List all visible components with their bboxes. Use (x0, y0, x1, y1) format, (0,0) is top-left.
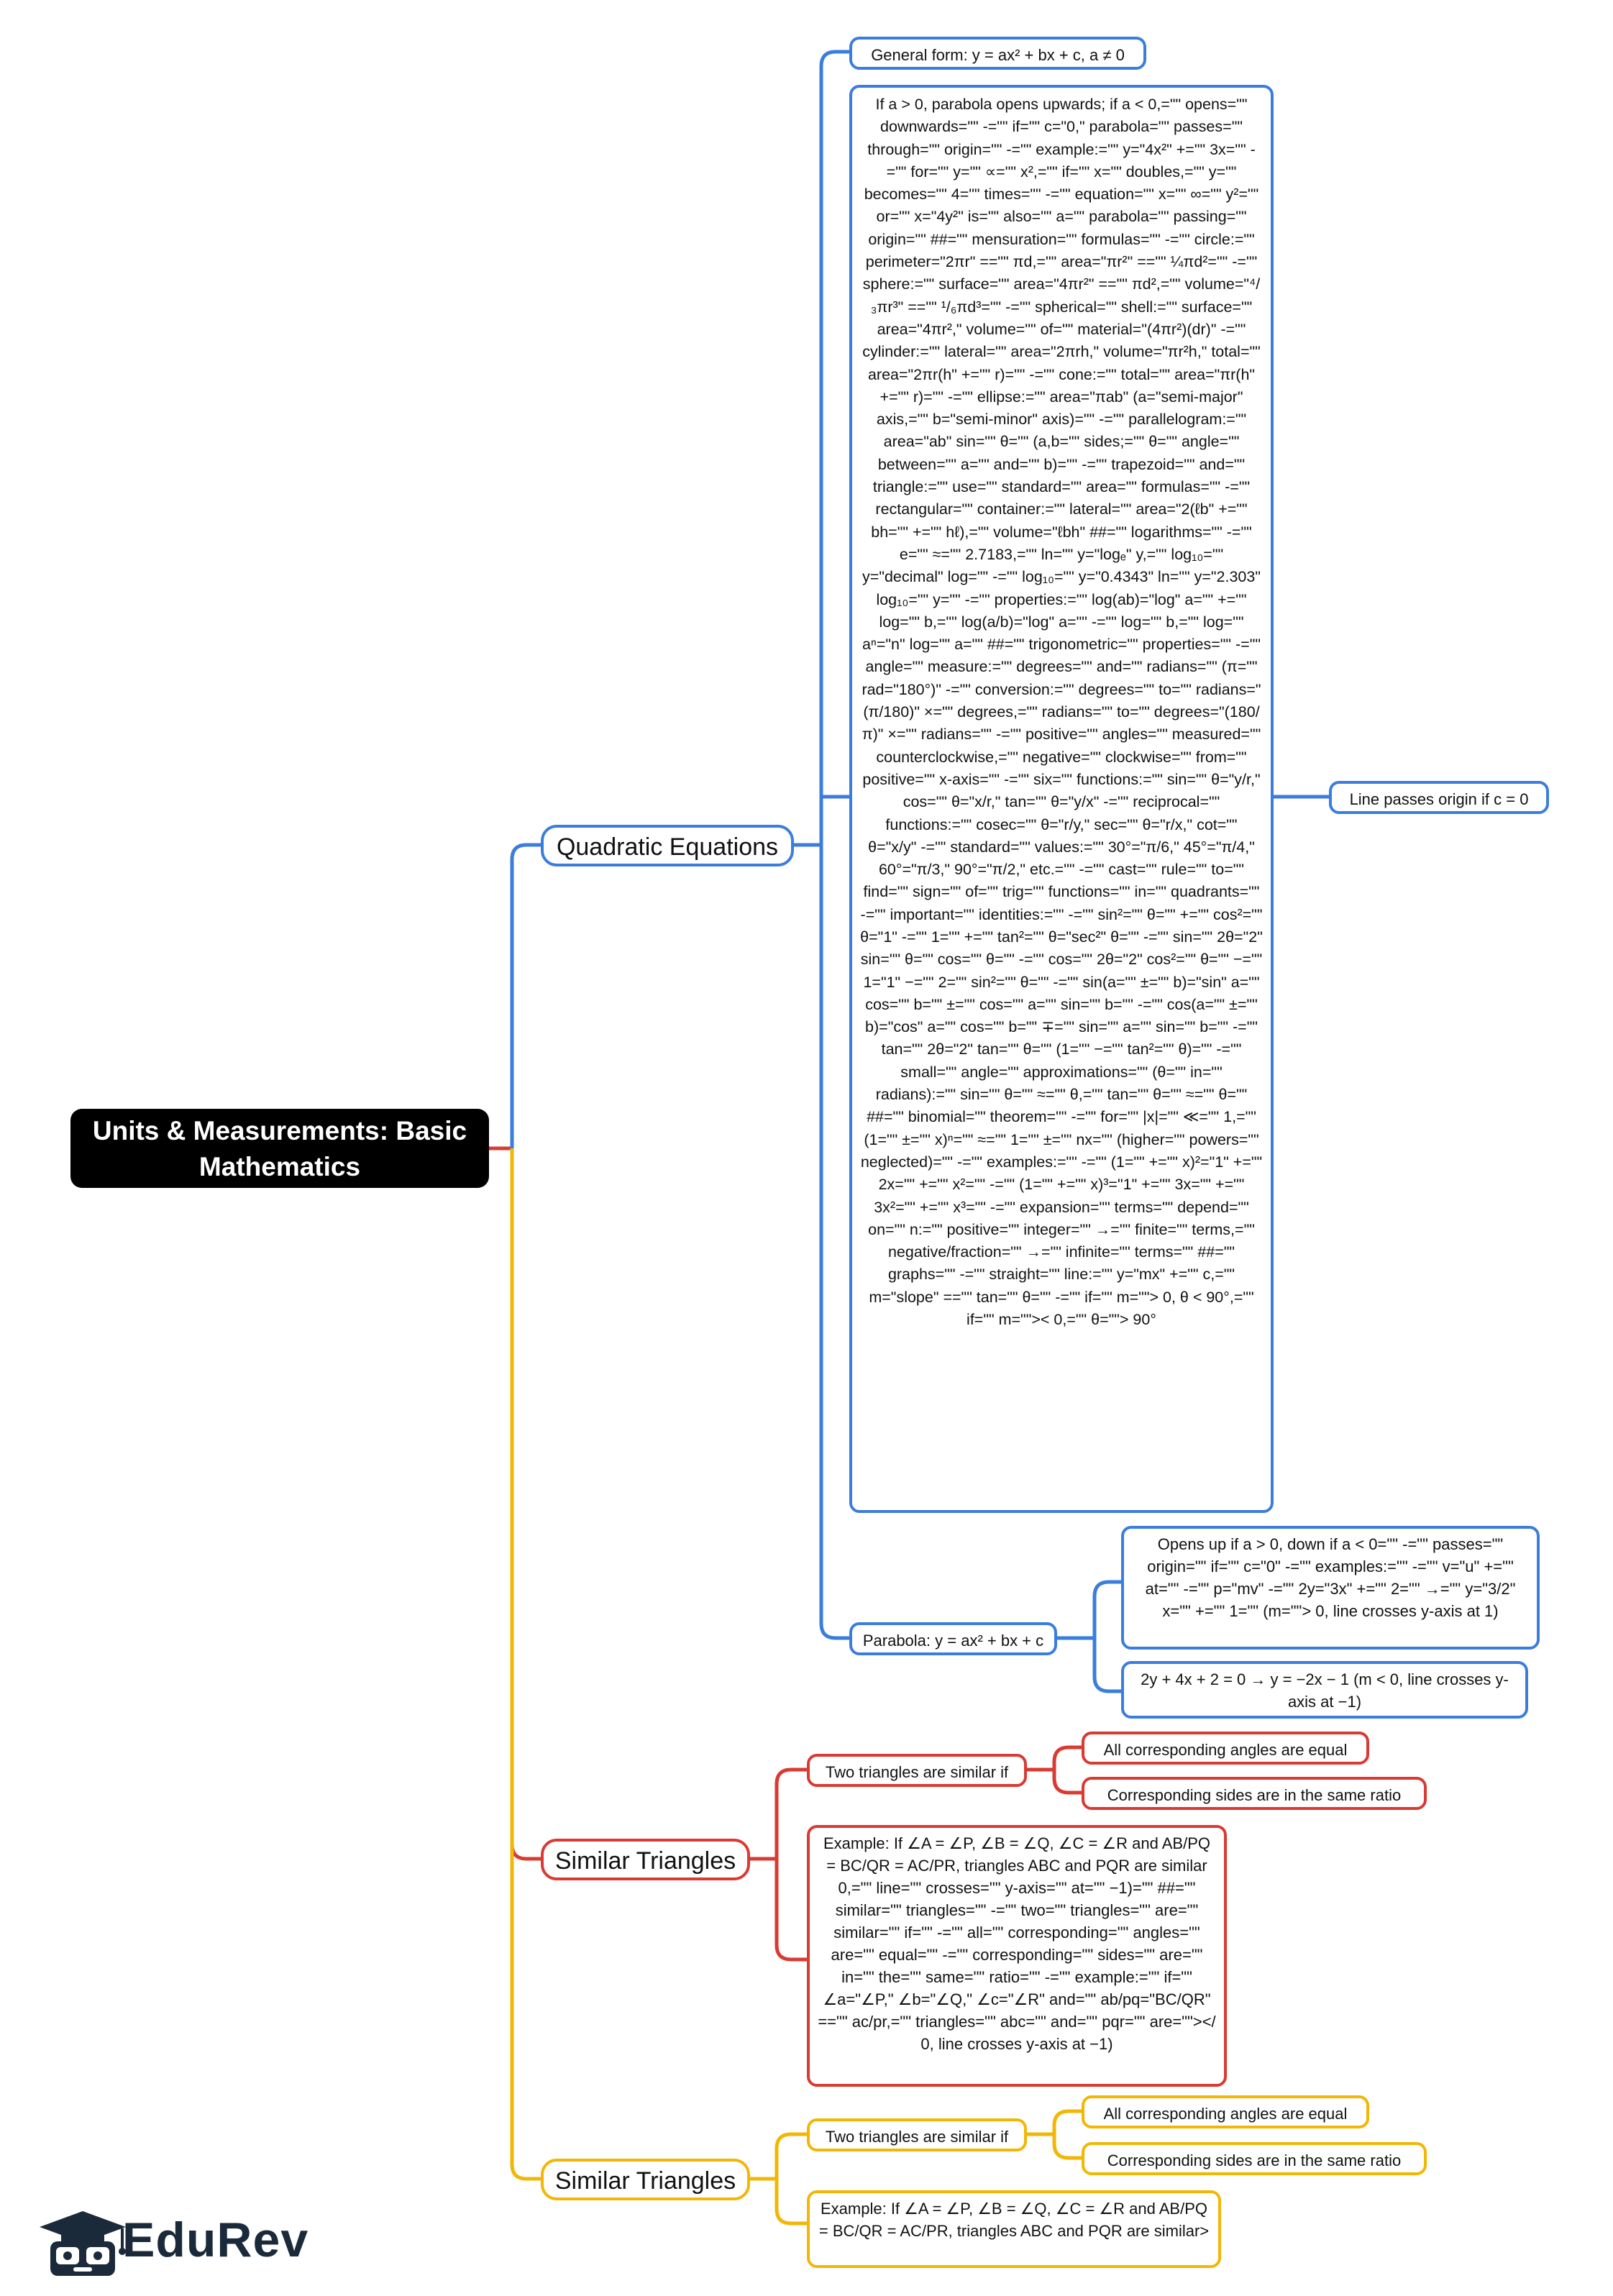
link-red-example (774, 1859, 807, 1962)
node-yellow-example: Example: If ∠A = ∠P, ∠B = ∠Q, ∠C = ∠R an… (807, 2190, 1221, 2268)
link-yellow-condition (774, 2132, 807, 2179)
branch-quadratic-equations: Quadratic Equations (541, 825, 794, 866)
link-red-angles (1052, 1745, 1082, 1770)
node-parabola: Parabola: y = ax² + bx + c (849, 1622, 1057, 1655)
node-yellow-angles: All corresponding angles are equal (1082, 2095, 1369, 2128)
node-yellow-sides: Corresponding sides are in the same rati… (1082, 2142, 1427, 2175)
link-red-condition (774, 1767, 807, 1859)
link-root-similar-yellow (510, 1148, 541, 2181)
node-red-sides: Corresponding sides are in the same rati… (1082, 1777, 1427, 1810)
node-line-example: 2y + 4x + 2 = 0 → y = −2x − 1 (m < 0, li… (1121, 1661, 1528, 1719)
node-red-condition: Two triangles are similar if (807, 1754, 1027, 1787)
branch-similar-triangles-red: Similar Triangles (541, 1839, 750, 1880)
link-yellow-angles (1052, 2109, 1082, 2134)
edurev-logo-text: EduRev (122, 2213, 309, 2267)
node-general-form: General form: y = ax² + bx + c, a ≠ 0 (849, 37, 1146, 70)
root-topic: Units & Measurements: Basic Mathematics (70, 1109, 489, 1188)
node-red-angles: All corresponding angles are equal (1082, 1732, 1369, 1765)
link-yellow-sides (1052, 2134, 1082, 2160)
node-parabola-detail: Opens up if a > 0, down if a < 0="" -=""… (1121, 1526, 1540, 1650)
link-parabola-detail (1092, 1580, 1121, 1638)
link-parabola-line (1092, 1638, 1121, 1693)
link-quadratic-general (819, 50, 849, 845)
link-root-quadratic (510, 843, 541, 1148)
node-origin-note: Line passes origin if c = 0 (1329, 781, 1549, 814)
link-red-sides (1052, 1770, 1082, 1795)
node-yellow-condition: Two triangles are similar if (807, 2118, 1027, 2151)
branch-similar-triangles-yellow: Similar Triangles (541, 2159, 750, 2200)
graduation-cap-mascot-icon (40, 2211, 126, 2276)
node-quadratic-long-text: If a > 0, parabola opens upwards; if a <… (849, 85, 1274, 1513)
link-root-similar-red (510, 1148, 541, 1861)
node-red-example: Example: If ∠A = ∠P, ∠B = ∠Q, ∠C = ∠R an… (807, 1825, 1227, 2087)
link-yellow-example (774, 2179, 807, 2226)
link-quadratic-parabola (819, 845, 849, 1640)
